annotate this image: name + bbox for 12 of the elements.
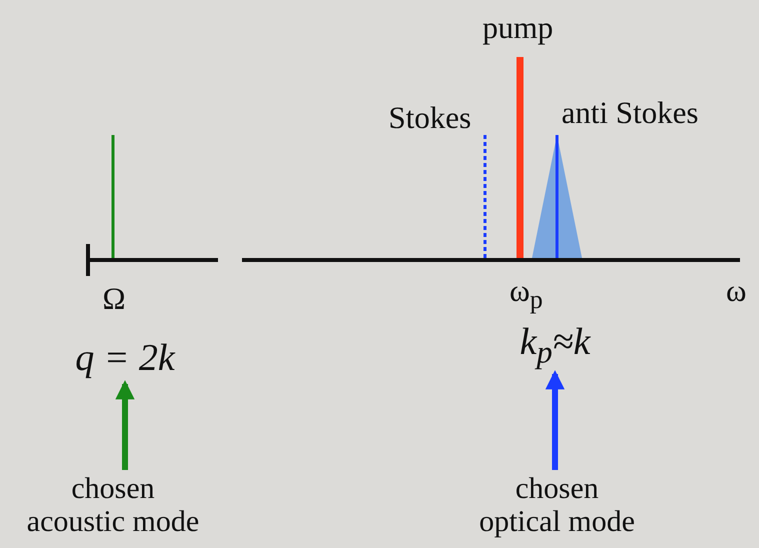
line-label: pump <box>482 12 554 45</box>
mode-caption: chosen optical mode <box>475 472 639 538</box>
arrow <box>545 370 565 470</box>
line-label: Stokes <box>388 102 472 135</box>
mode-caption: chosen acoustic mode <box>23 472 203 538</box>
wavevector-label: q = 2k <box>25 338 225 380</box>
axis-label: ω <box>726 275 746 308</box>
line-label: anti Stokes <box>562 97 698 130</box>
wavevector-label: k$_{p}$≈k <box>475 322 635 370</box>
axis-label: Ω <box>102 283 126 316</box>
axis-label: ω$_{p}$ <box>510 275 543 314</box>
arrow <box>115 380 135 470</box>
